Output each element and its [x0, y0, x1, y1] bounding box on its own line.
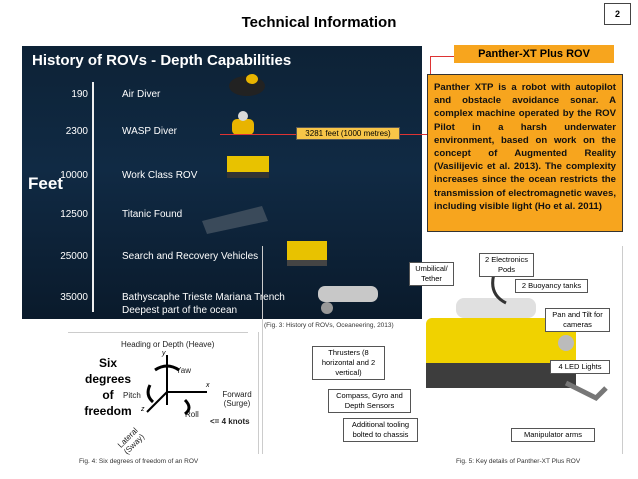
rov-frame-right [622, 246, 623, 454]
feet-label: Feet [28, 174, 63, 193]
depth-label: Air Diver [122, 89, 161, 100]
buoyancy-tanks [456, 298, 536, 318]
depth-label: Titanic Found [122, 209, 183, 220]
work-class-rov-illustration [227, 156, 269, 178]
page-title: Technical Information [241, 14, 397, 31]
dof-axes-diagram [146, 355, 207, 416]
yaw-arc [154, 364, 180, 372]
led-lights-label: 4 LED Lights [550, 360, 610, 374]
callout-line-top [430, 56, 455, 57]
forward-label: Forward (Surge) [222, 390, 252, 408]
lateral-label: Lateral (Sway) [115, 425, 147, 457]
depth-label-extra: Deepest part of the ocean [122, 305, 238, 316]
vehicle-illustrations [202, 74, 378, 314]
manipulator-arm [564, 380, 608, 402]
depth-value: 25000 [60, 251, 88, 262]
depth-value: 2300 [65, 126, 88, 137]
depth-value: 190 [71, 89, 88, 100]
dof-frame-right [258, 332, 259, 454]
thrusters-label: Thrusters (8 horizontal and 2 vertical) [312, 346, 385, 380]
pitch-label: Pitch [123, 391, 141, 400]
depth-callout: 3281 feet (1000 metres) [296, 127, 400, 140]
page-number-box: 2 [604, 3, 631, 25]
diver-illustration [229, 74, 265, 96]
speed-label: <= 4 knots [210, 417, 250, 426]
pitch-arc [146, 384, 155, 404]
umbilical-label: Umbilical/ Tether [409, 262, 454, 286]
depth-label: Bathyscaphe Trieste Mariana Trench [122, 292, 285, 303]
manipulator-label: Manipulator arms [511, 428, 595, 442]
roll-label: Roll [185, 410, 199, 419]
dof-caption: Fig. 4: Six degrees of freedom of an ROV [79, 458, 199, 465]
rov-frame-left [262, 246, 263, 454]
rov-illustration [426, 268, 608, 402]
tooling-label: Additional tooling bolted to chassis [343, 418, 418, 442]
depth-value: 10000 [60, 170, 88, 181]
z-axis [146, 391, 168, 413]
camera-pod [558, 335, 574, 351]
buoyancy-label: 2 Buoyancy tanks [515, 279, 588, 293]
compass-label: Compass, Gyro and Depth Sensors [328, 389, 411, 413]
depth-label: Work Class ROV [122, 170, 198, 181]
search-vehicle-illustration [287, 241, 327, 266]
history-caption: (Fig. 3: History of ROVs, Oceaneering, 2… [264, 322, 394, 329]
axis-z-label: z [141, 406, 145, 413]
depth-label: Search and Recovery Vehicles [122, 251, 259, 262]
depth-axis-line [92, 82, 94, 312]
panther-heading: Panther-XT Plus ROV [454, 45, 614, 63]
depth-value: 12500 [60, 209, 88, 220]
page-number: 2 [614, 9, 620, 19]
six-dof-label: Six degrees of freedom [84, 356, 132, 418]
history-figure: History of ROVs - Depth Capabilities Fee… [22, 46, 422, 319]
electronics-label: 2 Electronics Pods [479, 253, 534, 277]
roll-arc [183, 398, 191, 416]
bathyscaphe-illustration [318, 286, 378, 314]
history-title: History of ROVs - Depth Capabilities [32, 52, 292, 69]
wasp-diver-illustration [232, 111, 254, 135]
axis-y-label: y [162, 350, 166, 357]
rov-caption: Fig. 5: Key details of Panther-XT Plus R… [456, 458, 581, 465]
depth-value: 35000 [60, 292, 88, 303]
heave-label: Heading or Depth (Heave) [121, 340, 215, 349]
axis-x-label: x [206, 382, 210, 389]
depth-label: WASP Diver [122, 126, 178, 137]
panther-description: Panther XTP is a robot with autopilot an… [427, 74, 623, 232]
yaw-label: Yaw [176, 366, 191, 375]
pan-tilt-label: Pan and Tilt for cameras [545, 308, 610, 332]
dof-frame-top [68, 332, 248, 333]
titanic-illustration [202, 206, 268, 234]
